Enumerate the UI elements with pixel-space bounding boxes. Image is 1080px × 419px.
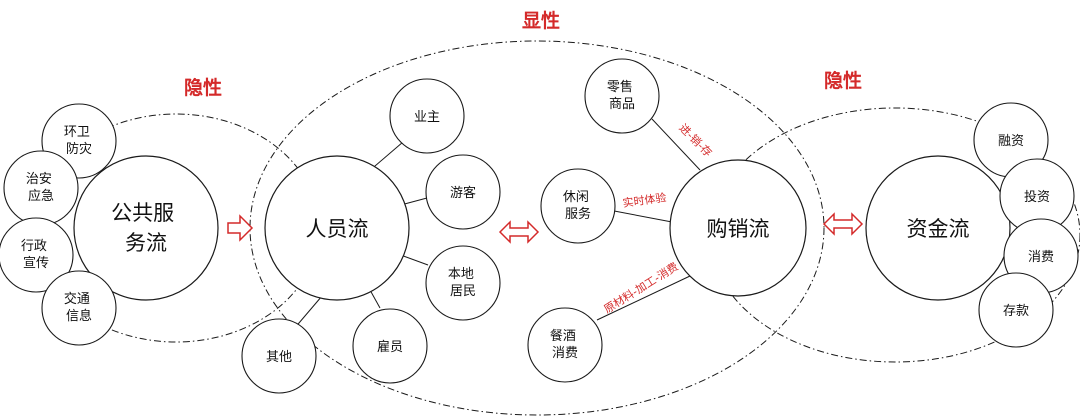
explicit-boundary — [249, 40, 825, 416]
catering-edge-label: 原材料-加工-消费 — [601, 259, 680, 316]
financing-label: 融资 — [998, 134, 1024, 149]
environment-label: 环卫 防灾 — [64, 125, 94, 157]
people-flow-label: 人员流 — [306, 217, 369, 241]
explicit-label: 显性 — [522, 9, 560, 32]
leisure-edge-label: 实时体验 — [622, 190, 668, 210]
admin-node — [0, 217, 74, 293]
other-label: 其他 — [266, 350, 292, 365]
transport-label: 交通 信息 — [64, 291, 94, 324]
retail-label: 零售 商品 — [607, 79, 637, 112]
security-label: 治安 应急 — [26, 172, 56, 204]
connector-employee — [369, 289, 381, 309]
retail-node — [584, 58, 660, 134]
deposit-node — [978, 272, 1054, 348]
catering-node — [527, 307, 603, 383]
resident-node — [425, 245, 501, 321]
leisure-label: 休闲 服务 — [563, 190, 593, 222]
double-arrow-icon-right — [822, 212, 864, 236]
retail-edge-label: 进-销-存 — [676, 121, 715, 160]
resident-label: 本地 居民 — [448, 267, 478, 299]
employee-label: 雇员 — [377, 339, 403, 355]
public-service-node — [73, 155, 219, 301]
connector-leisure — [608, 209, 673, 223]
implicit-left-label: 隐性 — [184, 76, 222, 99]
deposit-label: 存款 — [1003, 304, 1029, 319]
capital-flow-node — [865, 155, 1011, 301]
public-service-label: 公共服 务流 — [111, 201, 181, 255]
connector-retail — [651, 118, 701, 171]
consumption-label: 消费 — [1028, 250, 1054, 265]
owner-node — [389, 78, 465, 154]
catering-label: 餐酒 消费 — [550, 328, 580, 361]
employee-node — [352, 308, 428, 384]
leisure-node — [540, 168, 616, 244]
security-node — [3, 150, 79, 226]
transport-node — [41, 270, 117, 346]
admin-label: 行政 宣传 — [21, 239, 51, 271]
tourist-node — [425, 154, 501, 230]
investment-label: 投资 — [1024, 189, 1050, 205]
owner-label: 业主 — [414, 110, 440, 125]
people-flow-node — [264, 155, 410, 301]
purchase-sales-node — [669, 159, 807, 297]
implicit-right-label: 隐性 — [824, 69, 862, 92]
capital-flow-label: 资金流 — [907, 217, 970, 241]
arrow-right-icon — [227, 214, 254, 242]
connector-catering — [596, 275, 691, 321]
tourist-label: 游客 — [450, 185, 476, 201]
purchase-sales-label: 购销流 — [707, 217, 770, 241]
other-node — [241, 318, 317, 394]
double-arrow-icon-left — [498, 220, 540, 244]
